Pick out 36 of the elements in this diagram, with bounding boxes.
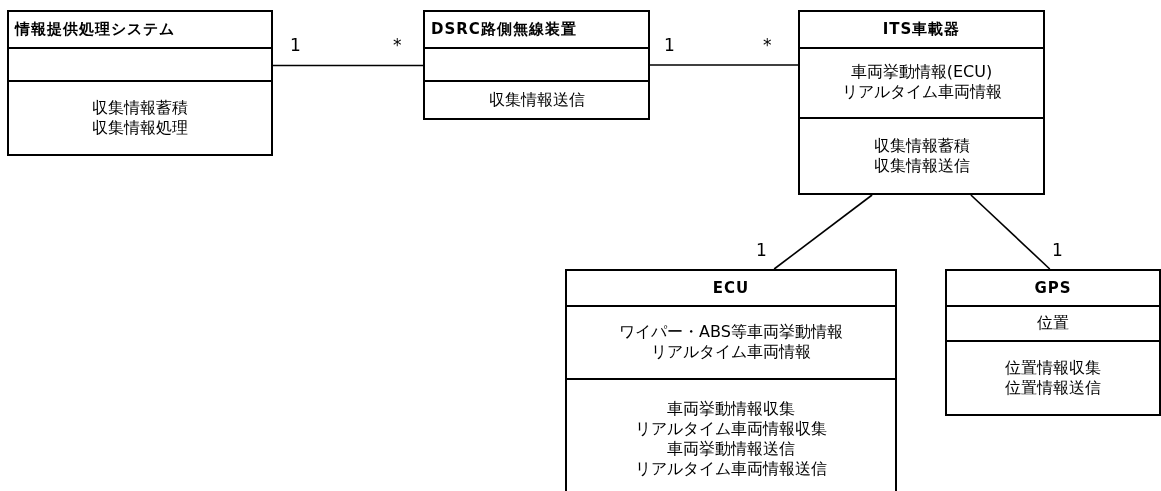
attribute-text: ワイパー・ABS等車両挙動情報 xyxy=(619,321,843,342)
class-name: DSRC路側無線装置 xyxy=(431,20,577,39)
multiplicity-label: 1 xyxy=(664,35,675,55)
operation-text: 収集情報処理 xyxy=(92,118,188,138)
operation-text: 車両挙動情報収集 xyxy=(667,398,795,419)
operation-text: 車両挙動情報送信 xyxy=(667,438,795,459)
association-line xyxy=(649,64,799,66)
association-line xyxy=(773,194,873,270)
operation-text: リアルタイム車両情報送信 xyxy=(635,458,827,479)
class-name: ECU xyxy=(712,279,750,297)
multiplicity-label: * xyxy=(393,35,402,55)
multiplicity-label: 1 xyxy=(290,35,301,55)
operation-text: 収集情報蓄積 xyxy=(873,136,970,156)
class-box xyxy=(565,269,897,491)
operation-text: 収集情報送信 xyxy=(488,90,585,110)
association-line xyxy=(272,64,424,67)
multiplicity-label: 1 xyxy=(756,240,767,260)
operation-text: 位置情報送信 xyxy=(1005,378,1101,398)
class-name: 情報提供処理システム xyxy=(15,20,175,39)
operation-text: リアルタイム車両情報収集 xyxy=(635,418,827,439)
attribute-text: 位置 xyxy=(1037,312,1069,333)
operation-text: 収集情報蓄積 xyxy=(92,98,188,118)
attribute-text: リアルタイム車両情報 xyxy=(841,82,1002,102)
operation-text: 位置情報収集 xyxy=(1005,358,1101,378)
multiplicity-label: 1 xyxy=(1052,240,1063,260)
class-box xyxy=(7,10,273,156)
attribute-text: リアルタイム車両情報 xyxy=(651,341,811,362)
association-line xyxy=(970,194,1051,270)
operation-text: 収集情報送信 xyxy=(873,156,970,176)
class-name: GPS xyxy=(1034,279,1072,297)
attribute-text: 車両挙動情報(ECU) xyxy=(850,62,993,82)
multiplicity-label: * xyxy=(763,35,772,55)
class-box xyxy=(798,10,1045,195)
class-name: ITS車載器 xyxy=(882,20,961,39)
class-box xyxy=(945,269,1161,416)
class-box xyxy=(423,10,650,120)
